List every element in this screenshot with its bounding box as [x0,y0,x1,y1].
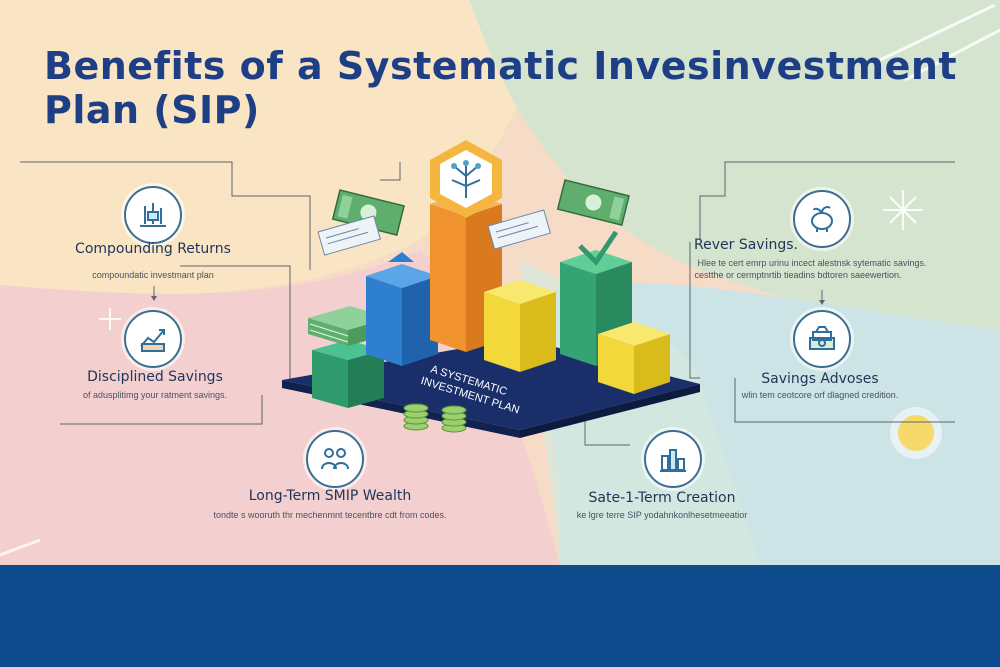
footer-band [0,565,1000,667]
feature-title-disciplined: Disciplined Savings [87,369,223,385]
feature-desc-rever-2: cestthe or cermptnrtib tieadins bdtoren … [694,270,902,280]
feature-title-creation: Sate-1-Term Creation [588,490,736,506]
feature-title-long-term: Long-Term SMIP Wealth [248,488,412,504]
city-chart-icon [644,430,702,488]
title-line-1: Benefits of a Systematic Invesinvestment [44,44,958,88]
cash-stack-icon [793,310,851,368]
piggy-leaf-icon [793,190,851,248]
yellow-bar-right [598,322,670,394]
blue-bar [366,252,438,366]
feature-desc-rever-1: Hlee te cert emrp urinu incect alestnsk … [697,258,927,268]
feature-desc-disciplined: of adusplitimg your ratment savings. [82,390,228,400]
people-icon [306,430,364,488]
feature-title-compounding: Compounding Returns [75,241,231,257]
feature-desc-advoses: wlin tem ceotcore orf dlagned credition. [741,390,899,400]
feature-title-advoses: Savings Advoses [761,371,879,387]
leaf-growth-icon [430,140,502,218]
title-line-2: Plan (SIP) [44,88,260,132]
yellow-bar-center [484,280,556,372]
feature-desc-long-term: tondte s wooruth thr mechenmnt tecentbre… [213,510,447,520]
growth-chart-icon [124,310,182,368]
hands-chart-icon [124,186,182,244]
page-title: Benefits of a Systematic Invesinvestment… [44,44,957,132]
feature-desc-compounding: compoundatic investmant plan [92,270,214,280]
banknote-icon [317,179,630,256]
feature-title-rever: Rever Savings. [694,237,798,253]
coin-stack-icon [403,403,467,433]
green-block-left [312,340,384,408]
feature-desc-creation: ke lgre terre SIP yodahnkonlhesetmeeatio… [576,510,748,520]
